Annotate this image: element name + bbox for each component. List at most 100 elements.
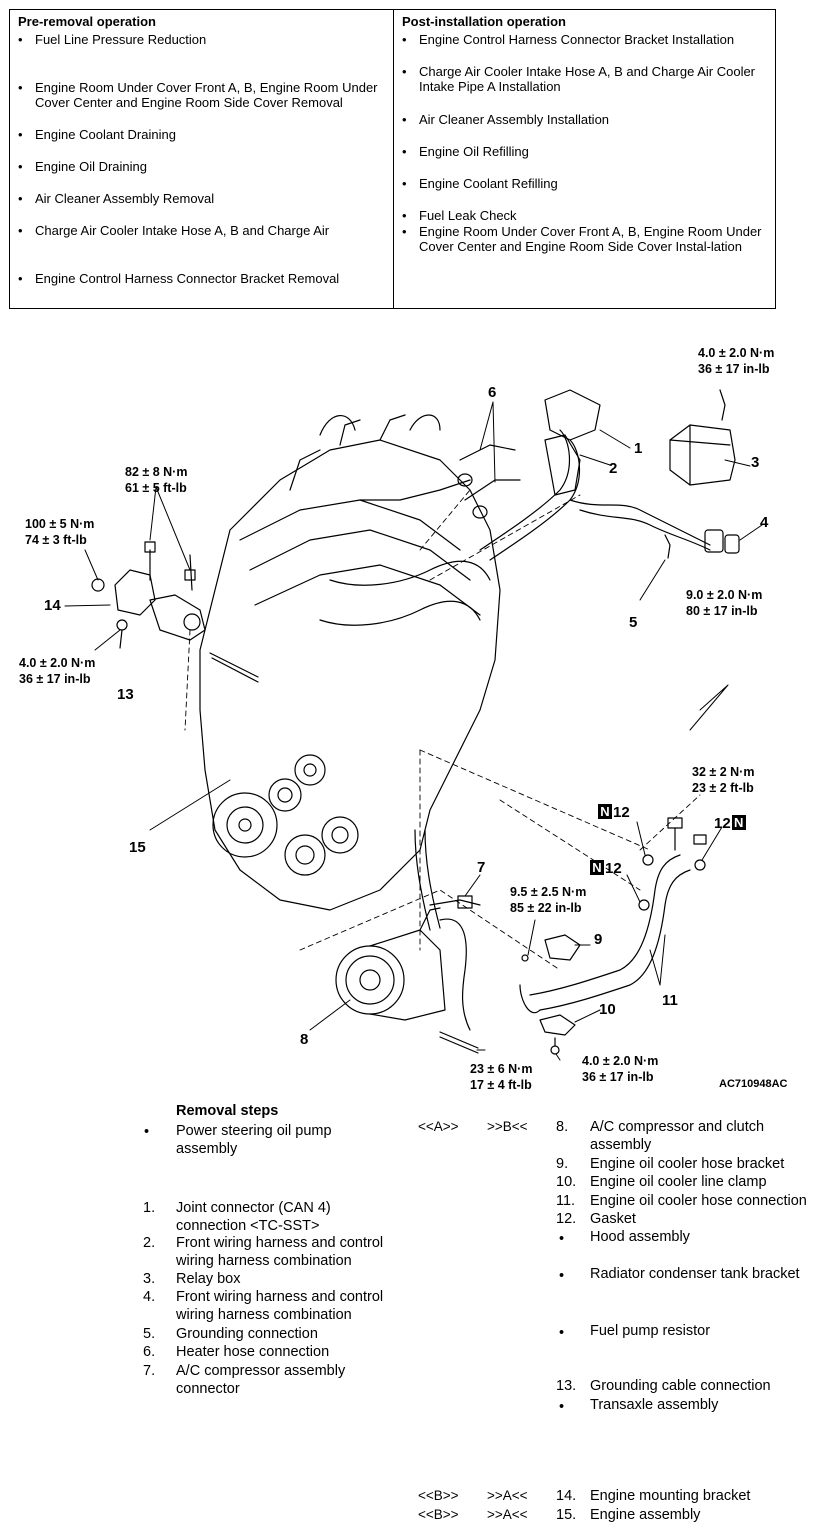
pre-removal-item: Engine Control Harness Connector Bracket… <box>35 271 340 286</box>
step-number: 2. <box>143 1235 156 1251</box>
step-text: Transaxle assembly <box>590 1397 719 1413</box>
callout-4: 4 <box>760 514 769 531</box>
step-text: Engine oil cooler hose connection <box>590 1193 807 1209</box>
step-number: 8. <box>556 1119 569 1135</box>
step-number: 4. <box>143 1289 156 1305</box>
step-text: Power steering oil pump assembly <box>176 1123 332 1157</box>
bullet: • <box>18 223 23 238</box>
pre-removal-item: Charge Air Cooler Intake Hose A, B and C… <box>35 223 330 238</box>
torque-spec-compressor-bolt: 23 ± 6 N·m 17 ± 4 ft-lb <box>470 1062 533 1092</box>
callout-2: 2 <box>609 460 618 477</box>
post-installation-item: Fuel Leak Check <box>419 208 517 223</box>
callout-7: 7 <box>477 859 486 876</box>
bullet: • <box>18 127 23 142</box>
service-mark-installation: >>A<< <box>487 1507 528 1522</box>
callout-1: 1 <box>634 440 643 457</box>
step-text: Gasket <box>590 1211 636 1227</box>
n-code-badge: N <box>590 860 604 875</box>
torque-spec-mount-nut: 100 ± 5 N·m 74 ± 3 ft-lb <box>25 517 95 547</box>
post-installation-item: Engine Oil Refilling <box>419 144 529 159</box>
step-text: Joint connector (CAN 4) connection <TC-S… <box>176 1200 331 1234</box>
post-installation-item: Engine Coolant Refilling <box>419 176 558 191</box>
pre-removal-item: Fuel Line Pressure Reduction <box>35 32 207 47</box>
torque-spec-ground-connection: 9.0 ± 2.0 N·m 80 ± 17 in-lb <box>686 588 763 618</box>
post-installation-item: Charge Air Cooler Intake Hose A, B and C… <box>419 64 756 94</box>
step-number: 14. <box>556 1488 577 1504</box>
post-installation-title: Post-installation operation <box>402 14 566 29</box>
post-installation-item: Engine Room Under Cover Front A, B, Engi… <box>419 224 762 254</box>
bullet: • <box>402 224 407 239</box>
step-text: Front wiring harness and control wiring … <box>176 1235 384 1269</box>
step-number: 3. <box>143 1271 156 1287</box>
bullet: • <box>18 191 23 206</box>
callout-3: 3 <box>751 454 760 471</box>
post-installation-item: Engine Control Harness Connector Bracket… <box>419 32 735 47</box>
bullet: • <box>144 1124 150 1140</box>
bullet: • <box>402 64 407 79</box>
bullet: • <box>18 159 23 174</box>
bullet: • <box>559 1268 565 1284</box>
callout-14: 14 <box>44 597 61 614</box>
post-installation-item: Air Cleaner Assembly Installation <box>419 112 610 127</box>
bullet: • <box>18 32 23 47</box>
step-text: Engine assembly <box>590 1507 701 1523</box>
step-text: Front wiring harness and control wiring … <box>176 1289 384 1323</box>
n-code-badge: N <box>731 815 746 830</box>
torque-spec-mount-bolt: 82 ± 8 N·m 61 ± 5 ft-lb <box>125 465 188 495</box>
step-number: 15. <box>556 1507 577 1523</box>
step-text: Engine oil cooler hose bracket <box>590 1156 785 1172</box>
bullet: • <box>18 271 23 286</box>
step-number: 6. <box>143 1344 156 1360</box>
bullet: • <box>402 32 407 47</box>
bullet: • <box>559 1399 565 1415</box>
step-text: Grounding cable connection <box>590 1378 771 1394</box>
step-number: 7. <box>143 1363 156 1379</box>
bullet: • <box>402 112 407 127</box>
bullet: • <box>402 208 407 223</box>
callout-8: 8 <box>300 1031 309 1048</box>
torque-spec-ground-cable: 4.0 ± 2.0 N·m 36 ± 17 in-lb <box>19 656 96 686</box>
step-number: 11. <box>556 1193 576 1209</box>
step-text: Engine oil cooler line clamp <box>590 1174 767 1190</box>
callout-10: 10 <box>599 1001 616 1018</box>
callout-13: 13 <box>117 686 134 703</box>
callout-9: 9 <box>594 931 603 948</box>
callout-11: 11 <box>662 992 678 1009</box>
pre-removal-item: Engine Room Under Cover Front A, B, Engi… <box>35 80 378 110</box>
pre-removal-item: Engine Oil Draining <box>35 159 148 174</box>
callout-6: 6 <box>488 384 497 401</box>
step-text: Grounding connection <box>176 1326 318 1342</box>
service-mark-removal: <<B>> <box>418 1507 459 1522</box>
figure-reference-code: AC710948AC <box>719 1078 788 1090</box>
torque-spec-hose-bracket: 9.5 ± 2.5 N·m 85 ± 22 in-lb <box>510 885 587 915</box>
bullet: • <box>402 144 407 159</box>
step-number: 12. <box>556 1211 577 1227</box>
torque-spec-relay-box: 4.0 ± 2.0 N·m 36 ± 17 in-lb <box>698 346 775 376</box>
service-mark-installation: >>A<< <box>487 1488 528 1503</box>
operations-table: Pre-removal operation • Fuel Line Pressu… <box>9 9 776 309</box>
bullet: • <box>402 176 407 191</box>
pre-removal-title: Pre-removal operation <box>18 14 156 29</box>
step-number: 13. <box>556 1378 577 1394</box>
step-number: 1. <box>143 1200 156 1216</box>
torque-spec-line-clamp: 4.0 ± 2.0 N·m 36 ± 17 in-lb <box>582 1054 659 1084</box>
step-text: Relay box <box>176 1271 241 1287</box>
step-text: Hood assembly <box>590 1229 690 1245</box>
bullet: • <box>18 80 23 95</box>
service-mark-removal: <<B>> <box>418 1488 459 1503</box>
step-text: Fuel pump resistor <box>590 1323 711 1339</box>
step-number: 5. <box>143 1326 156 1342</box>
bullet: • <box>559 1231 565 1247</box>
engine-illustration <box>64 389 763 1061</box>
removal-steps-title: Removal steps <box>176 1103 279 1119</box>
step-text: A/C compressor assembly connector <box>176 1363 346 1397</box>
step-text: A/C compressor and clutch assembly <box>590 1119 765 1153</box>
service-mark-installation: >>B<< <box>487 1119 528 1134</box>
torque-spec-oil-cooler-bolt: 32 ± 2 N·m 23 ± 2 ft-lb <box>692 765 755 795</box>
callout-5: 5 <box>629 614 638 631</box>
step-text: Heater hose connection <box>176 1344 330 1360</box>
step-text: Radiator condenser tank bracket <box>590 1266 800 1282</box>
